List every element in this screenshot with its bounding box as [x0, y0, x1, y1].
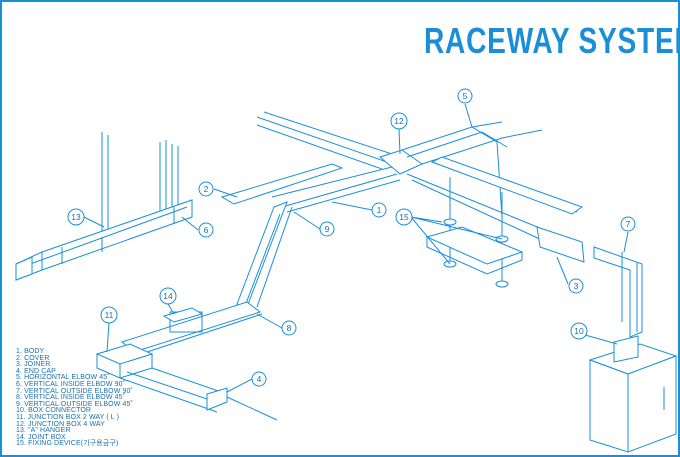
legend-item: 8. VERTICAL INSIDE ELBOW 45˚ — [16, 394, 125, 402]
svg-text:7: 7 — [626, 219, 631, 229]
legend-item: 5. HORIZONTAL ELBOW 45˚ — [16, 374, 110, 382]
callout-2: 2 — [198, 181, 214, 197]
callout-11: 11 — [100, 306, 118, 324]
legend-item: 2. COVER — [16, 354, 50, 362]
legend-item: 12. JUNCTION BOX 4 WAY — [16, 420, 105, 428]
legend-item: 11. JUNCTION BOX 2 WAY ( L ) — [16, 413, 120, 421]
hangers — [425, 177, 524, 288]
callout-8: 8 — [281, 320, 297, 336]
callout-13: 13 — [67, 208, 85, 226]
parts-legend: 1. BODY 2. COVER 3. JOINER 4. END CAP 5.… — [16, 348, 133, 448]
legend-item: 13. "A" HANGER — [16, 427, 71, 435]
main-body-raceway — [220, 111, 585, 263]
svg-text:2: 2 — [204, 184, 209, 194]
legend-item: 3. JOINER — [16, 361, 51, 369]
svg-text:1: 1 — [377, 205, 382, 215]
svg-text:11: 11 — [105, 310, 114, 320]
svg-text:4: 4 — [257, 374, 262, 384]
svg-text:5: 5 — [463, 91, 468, 101]
callout-9: 9 — [319, 221, 335, 237]
svg-text:14: 14 — [163, 291, 173, 301]
page-title: RACEWAY SYSTEM — [424, 20, 680, 61]
callout-5: 5 — [457, 88, 473, 104]
svg-text:3: 3 — [574, 281, 579, 291]
legend-item: 4. END CAP — [16, 367, 56, 375]
svg-text:12: 12 — [394, 116, 404, 126]
callout-3: 3 — [568, 278, 584, 294]
svg-text:13: 13 — [71, 212, 81, 222]
box-and-connector — [588, 246, 678, 453]
left-vertical-raceway — [15, 132, 193, 281]
legend-item: 9. VERTICAL OUTSIDE ELBOW 45˚ — [16, 400, 133, 408]
legend-item: 14. JOINT BOX — [16, 433, 66, 441]
legend-item: 6. VERTICAL INSIDE ELBOW 90˚ — [16, 380, 125, 388]
callout-15: 15 — [395, 208, 413, 226]
svg-text:6: 6 — [204, 225, 209, 235]
callouts: 1 2 3 4 5 6 7 8 9 10 11 12 13 14 15 — [67, 88, 636, 387]
callout-1: 1 — [371, 202, 387, 218]
callout-6: 6 — [198, 222, 214, 238]
callout-4: 4 — [251, 371, 267, 387]
svg-text:10: 10 — [574, 326, 584, 336]
callout-12: 12 — [390, 112, 408, 130]
legend-item: 7. VERTICAL OUTSIDE ELBOW 90˚ — [16, 387, 133, 395]
callout-7: 7 — [620, 216, 636, 232]
legend-item: 1. BODY — [16, 348, 45, 355]
callout-10: 10 — [570, 322, 588, 340]
legend-item: 15. FIXING DEVICE(기구용금구) — [16, 440, 119, 448]
callout-14: 14 — [159, 287, 177, 305]
svg-text:15: 15 — [399, 212, 409, 222]
svg-text:8: 8 — [287, 323, 292, 333]
svg-text:9: 9 — [325, 224, 330, 234]
sloped-raceway — [95, 201, 293, 421]
legend-item: 10. BOX CONNECTOR — [16, 407, 92, 415]
